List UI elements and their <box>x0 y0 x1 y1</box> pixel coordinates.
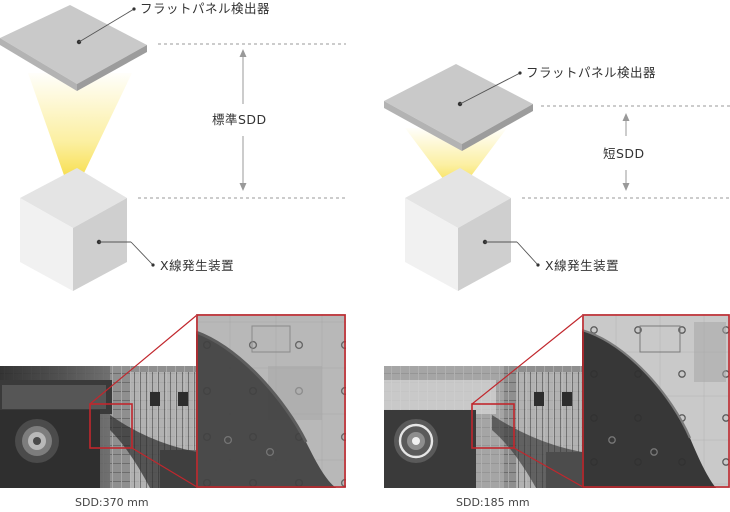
zoom-connector-right-upper <box>471 314 584 405</box>
leader-detector-left <box>76 7 136 45</box>
xray-source-cube-left <box>20 168 127 291</box>
detector-label-right: フラットパネル検出器 <box>526 65 657 80</box>
sdd-label-right: 短SDD <box>603 146 645 161</box>
zoom-connector-left-lower <box>131 447 198 488</box>
xray-beam-left <box>28 73 132 198</box>
left-panel <box>0 5 346 488</box>
xray-image-left <box>0 366 220 488</box>
detector-label-left: フラットパネル検出器 <box>140 1 271 16</box>
zoom-connector-right-lower <box>513 447 584 488</box>
caption-right: SDD:185 mm <box>456 496 530 509</box>
source-label-left: X線発生装置 <box>160 258 235 273</box>
source-label-right: X線発生装置 <box>545 258 620 273</box>
leader-source-right <box>482 239 540 267</box>
leader-source-left <box>96 239 155 267</box>
caption-left: SDD:370 mm <box>75 496 149 509</box>
flat-panel-detector-left <box>0 5 147 91</box>
xray-zoom-left <box>196 314 346 488</box>
xray-beam-right <box>405 128 507 196</box>
xray-image-right <box>384 366 604 488</box>
zoom-frame-right <box>582 314 730 488</box>
sdd-arrow-left <box>239 49 247 191</box>
right-panel <box>384 64 730 488</box>
xray-zoom-right <box>582 314 730 488</box>
xray-source-cube-right <box>405 168 511 291</box>
sdd-label-left: 標準SDD <box>212 112 267 127</box>
zoom-frame-left <box>196 314 346 488</box>
flat-panel-detector-right <box>384 64 533 151</box>
zoom-connector-left-upper <box>89 314 198 405</box>
leader-detector-right <box>457 71 522 107</box>
sdd-arrow-right <box>622 113 630 191</box>
